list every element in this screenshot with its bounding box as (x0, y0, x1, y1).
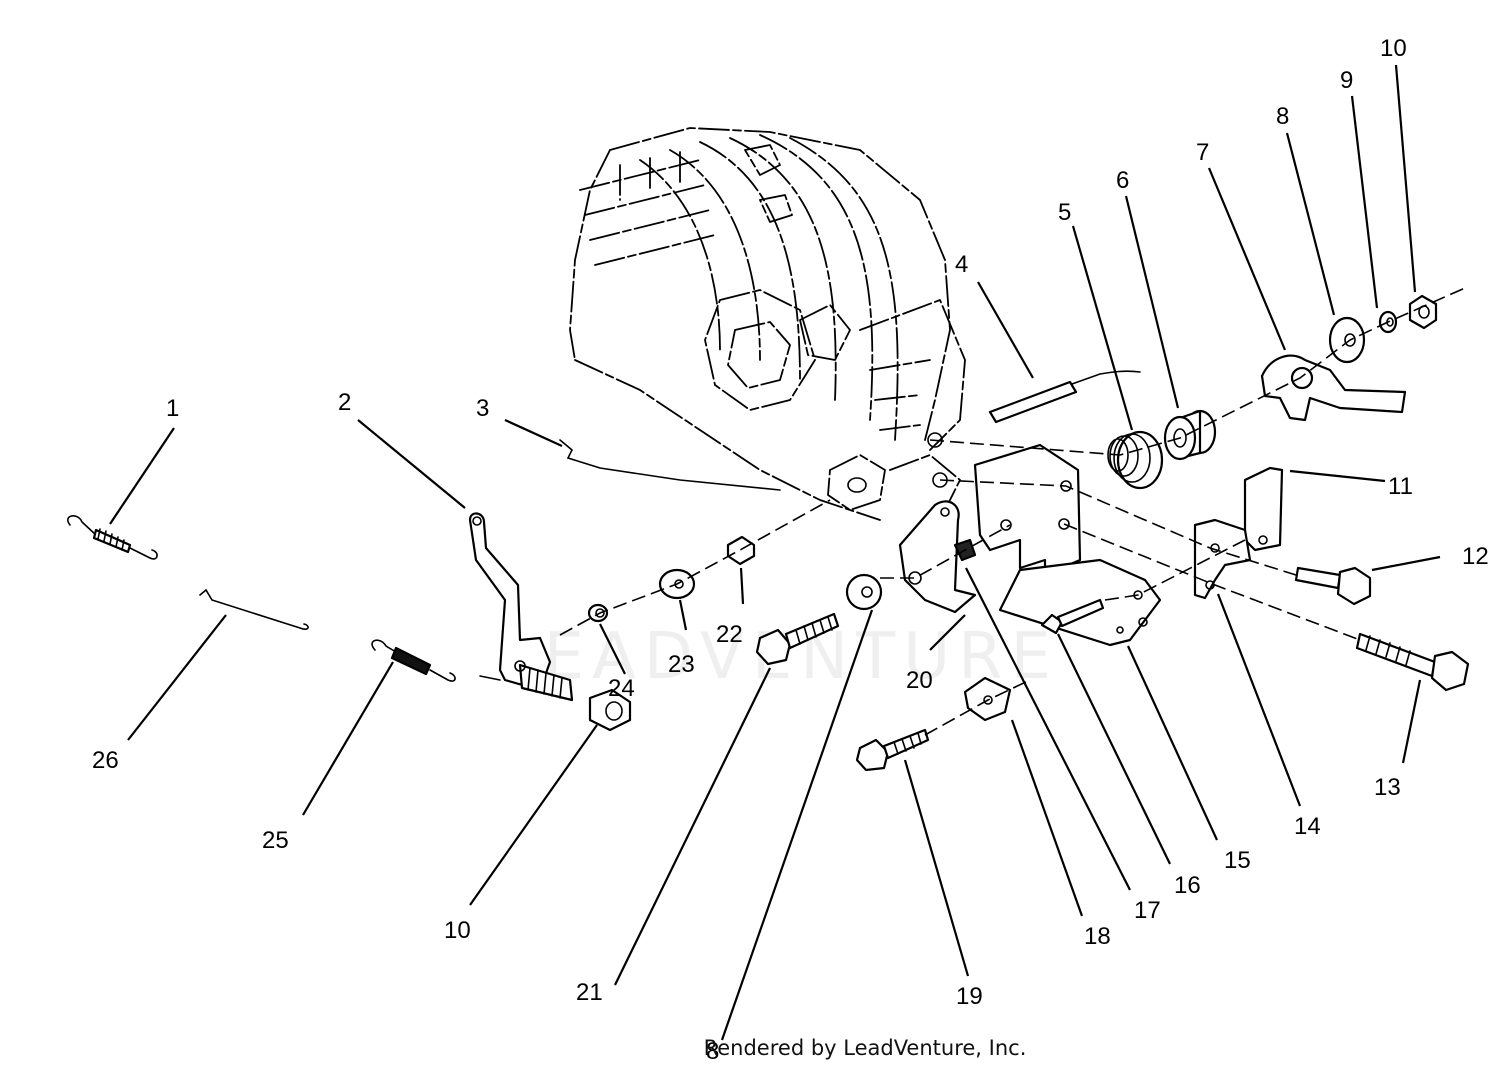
callout-16: 16 (1174, 872, 1201, 899)
callout-20: 20 (906, 667, 933, 694)
callout-5: 5 (1058, 199, 1071, 226)
callout-18: 18 (1084, 923, 1111, 950)
part-13-bolt (1355, 632, 1470, 692)
assembly-lines (559, 287, 1466, 736)
part-6-bushing (1163, 409, 1217, 461)
part-8-washer-lower (845, 573, 883, 611)
callout-11: 11 (1388, 473, 1413, 500)
footer-text: Rendered by LeadVenture, Inc. (703, 1036, 1027, 1060)
callout-2: 2 (338, 389, 351, 416)
part-14-plate (1193, 518, 1252, 600)
callout-13: 13 (1374, 774, 1401, 801)
callout-9: 9 (1340, 67, 1353, 94)
callout-10-upper: 10 (1380, 35, 1407, 62)
callout-10-lower: 10 (444, 917, 471, 944)
callout-12: 12 (1462, 543, 1489, 570)
footer-credit: Rendered by LeadVenture, Inc. (0, 1036, 1500, 1060)
part-10-nut-lower (588, 688, 632, 732)
callout-19: 19 (956, 983, 983, 1010)
part-11-bracket (1243, 466, 1284, 552)
callout-21: 21 (576, 979, 603, 1006)
part-17-screw (1040, 598, 1105, 635)
part-10-nut-upper (1408, 294, 1438, 330)
callout-23: 23 (668, 651, 695, 678)
part-25-spring (371, 639, 456, 682)
part-2-governor-lever (468, 512, 574, 702)
leader-lines (109, 64, 1441, 1041)
part-26-link-rod (199, 588, 309, 631)
control-bracket-plate (973, 443, 1162, 647)
callout-8-lower: 8 (706, 1038, 719, 1065)
callout-3: 3 (476, 395, 489, 422)
part-24-washer (587, 603, 609, 623)
callout-labels: 1 2 3 4 5 6 7 8 9 10 11 12 13 14 15 16 1… (92, 35, 1489, 1065)
part-21-bolt (755, 612, 840, 666)
part-20-control-lever (898, 500, 977, 614)
callout-25: 25 (262, 827, 289, 854)
callout-24: 24 (608, 675, 635, 702)
part-22-bushing (726, 535, 756, 566)
callout-1: 1 (166, 395, 179, 422)
part-18-cable-clip (963, 676, 1012, 722)
callout-22: 22 (716, 621, 743, 648)
engine-block (569, 127, 966, 521)
part-8-washer-upper (1328, 316, 1366, 364)
part-4-cable (988, 370, 1141, 424)
callout-4: 4 (955, 251, 968, 278)
part-19-bolt (855, 728, 930, 772)
callout-8: 8 (1276, 103, 1289, 130)
part-5-spring (1107, 430, 1164, 490)
callout-15: 15 (1224, 847, 1251, 874)
part-1-spring (67, 515, 158, 560)
part-3-governor-rod (559, 439, 781, 491)
callout-7: 7 (1196, 139, 1209, 166)
callout-6: 6 (1116, 167, 1129, 194)
part-12-bolt (1294, 566, 1372, 606)
callout-14: 14 (1294, 813, 1321, 840)
callout-26: 26 (92, 747, 119, 774)
part-7-throttle-lever (1260, 354, 1407, 422)
callout-17: 17 (1134, 897, 1161, 924)
